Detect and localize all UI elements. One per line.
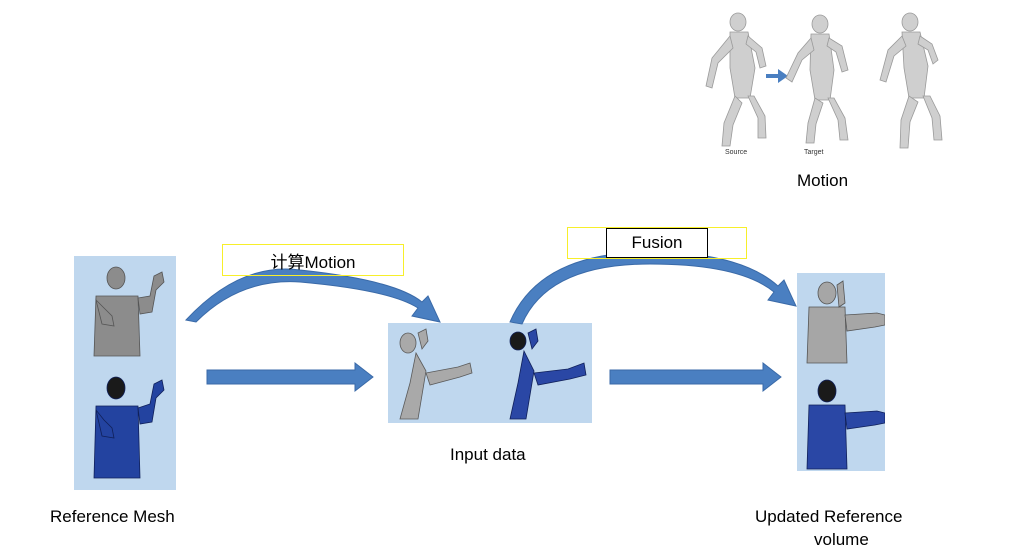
input-data-label: Input data: [450, 445, 526, 464]
input-data-panel: [388, 323, 592, 423]
reference-mesh-panel: [74, 256, 176, 490]
source-label: Source: [725, 149, 748, 156]
reference-mesh-figures: [93, 266, 165, 479]
reference-mesh-gray-figure: [93, 266, 165, 357]
updated-reference-color-figure: [806, 379, 885, 470]
motion-inset: Source Target: [700, 8, 972, 164]
updated-reference-panel: [797, 273, 885, 471]
compute-motion-label: 计算Motion: [270, 252, 356, 272]
source-figure: [705, 12, 767, 147]
input-data-color-figure: [509, 328, 587, 420]
motion-arrow: [766, 69, 788, 83]
target-figure: [785, 14, 849, 144]
reference-mesh-color-figure: [93, 376, 165, 479]
result-figure: [879, 12, 943, 149]
straight-arrow-2: [609, 361, 782, 393]
motion-caption: Motion: [797, 171, 849, 190]
updated-reference-label-line2: volume: [814, 530, 869, 549]
curved-arrow-fusion: [509, 251, 797, 325]
motion-inset-figures: [705, 12, 943, 149]
fusion-inner-box: Fusion: [606, 228, 708, 258]
compute-motion-box: 计算Motion: [222, 244, 404, 276]
reference-mesh-label: Reference Mesh: [50, 507, 175, 526]
updated-reference-gray-figure: [806, 280, 885, 364]
fusion-label: Fusion: [631, 233, 683, 252]
curved-arrow-motion: [185, 268, 441, 323]
straight-arrow-1: [206, 361, 374, 393]
updated-reference-label-line1: Updated Reference: [755, 507, 903, 526]
updated-reference-figures: [806, 280, 885, 470]
input-data-gray-figure: [399, 328, 473, 420]
target-label: Target: [804, 149, 824, 156]
fusion-box: Fusion: [567, 227, 747, 259]
input-data-figures: [399, 328, 587, 420]
